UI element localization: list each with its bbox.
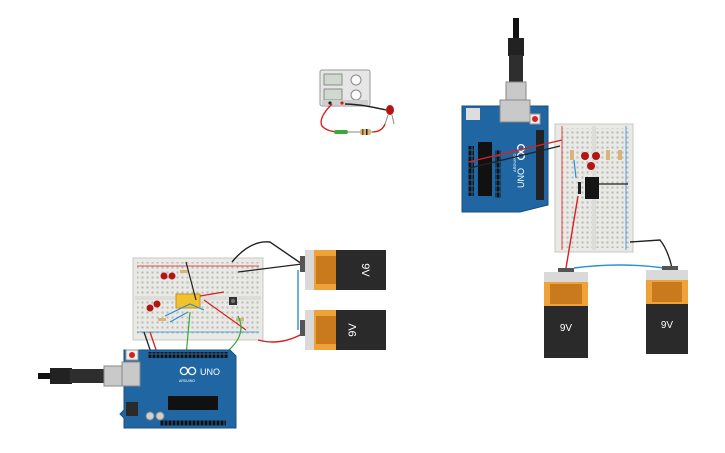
wire-black[interactable] — [344, 103, 387, 111]
resistor-icon[interactable] — [570, 150, 574, 160]
wire-blue[interactable] — [169, 311, 189, 323]
power-supply-icon[interactable] — [319, 69, 371, 107]
battery-label: 9V — [359, 263, 371, 277]
circuit-left[interactable]: 9V 9V — [38, 241, 386, 429]
led-icon[interactable] — [581, 152, 589, 160]
circuit-right[interactable]: UNO ARDUINO — [461, 18, 688, 358]
battery-label: 9V — [661, 320, 674, 331]
diode-icon[interactable] — [578, 182, 581, 194]
arduino-label: UNO — [200, 367, 220, 377]
led-icon[interactable] — [592, 152, 600, 160]
wire-green[interactable] — [334, 130, 348, 134]
led-icon[interactable] — [153, 300, 161, 308]
wire-black[interactable] — [469, 145, 561, 169]
push-button-icon[interactable] — [229, 297, 237, 305]
resistor-icon[interactable] — [346, 129, 374, 135]
wire-black[interactable] — [185, 261, 197, 301]
resistor-icon[interactable] — [180, 270, 188, 273]
arduino-uno-board[interactable]: UNO ARDUINO — [461, 99, 549, 213]
resistor-icon[interactable] — [158, 318, 166, 321]
wire-green[interactable] — [185, 311, 191, 357]
wire-red[interactable] — [371, 123, 386, 133]
ic-chip-icon[interactable] — [585, 177, 599, 199]
led-icon[interactable] — [146, 304, 154, 312]
power-supply-circuit[interactable] — [319, 69, 395, 135]
battery-icon[interactable]: 9V — [646, 266, 688, 354]
led-icon[interactable] — [168, 272, 176, 280]
arduino-label: UNO — [516, 168, 526, 188]
ic-chip-icon[interactable] — [175, 293, 201, 309]
usb-cable-icon[interactable] — [505, 18, 527, 105]
usb-cable-icon[interactable] — [38, 365, 137, 387]
arduino-brand-label: ARDUINO — [512, 154, 517, 172]
battery-icon[interactable]: 9V — [300, 310, 386, 350]
breadboard[interactable] — [554, 123, 634, 253]
battery-label: 9V — [347, 323, 359, 337]
wire-red[interactable] — [257, 333, 303, 343]
led-icon[interactable] — [384, 105, 395, 125]
wire-black[interactable] — [629, 239, 673, 269]
wire-red[interactable] — [203, 299, 247, 331]
infinity-logo-icon — [179, 366, 197, 376]
wire-red[interactable] — [320, 103, 347, 133]
wire-black[interactable] — [231, 241, 303, 265]
arduino-uno-board[interactable]: UNO ARDUINO — [119, 349, 237, 429]
resistor-icon[interactable] — [606, 150, 610, 160]
resistor-icon[interactable] — [618, 150, 622, 160]
led-icon[interactable] — [587, 162, 595, 170]
wire-red[interactable] — [467, 139, 563, 163]
wire-blue[interactable] — [573, 159, 577, 179]
led-icon[interactable] — [160, 272, 168, 280]
wire-blue[interactable] — [164, 303, 205, 317]
wire-red[interactable] — [565, 195, 579, 269]
battery-icon[interactable]: 9V — [544, 268, 588, 358]
wire-blue[interactable] — [573, 264, 665, 269]
wire-red[interactable] — [199, 291, 225, 297]
battery-icon[interactable]: 9V — [300, 250, 386, 290]
battery-label: 9V — [560, 323, 573, 334]
arduino-brand-label: ARDUINO — [179, 379, 195, 383]
wire-black[interactable] — [237, 263, 303, 273]
